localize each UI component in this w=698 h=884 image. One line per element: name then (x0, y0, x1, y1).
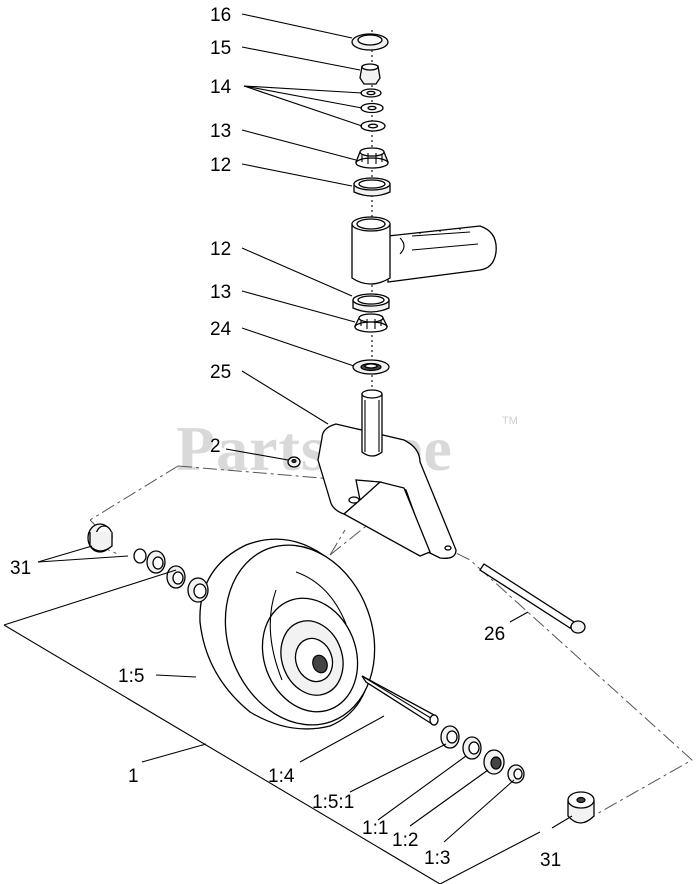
caster-frame-tube (351, 216, 497, 285)
seal-part (352, 359, 390, 375)
watermark-tm: TM (502, 415, 518, 427)
callout-15: 15 (210, 38, 231, 59)
axle-spacer-part (361, 675, 439, 726)
callout-1-1: 1:1 (362, 818, 388, 839)
callout-1-3: 1:3 (424, 848, 450, 869)
callout-1-5-1: 1:5:1 (312, 792, 354, 813)
wheel-assembly (199, 538, 376, 730)
callout-13-upper: 13 (210, 121, 231, 142)
callout-16: 16 (210, 5, 231, 26)
dust-cap-part (351, 33, 389, 51)
callout-31-right: 31 (540, 850, 561, 871)
washers-part (360, 88, 386, 132)
callout-1-2: 1:2 (392, 830, 418, 851)
axle-bolt-part (479, 563, 586, 634)
callout-14: 14 (210, 77, 232, 98)
leader-lines (37, 13, 573, 843)
callout-12-lower: 12 (210, 239, 231, 260)
left-bearing-set (87, 523, 209, 603)
callout-1-5: 1:5 (118, 666, 144, 687)
grease-fitting-part (287, 456, 301, 468)
bearing-cup-lower-part (352, 293, 390, 313)
callout-2: 2 (210, 436, 221, 457)
caster-fork-part (317, 389, 457, 559)
callout-24: 24 (210, 319, 232, 340)
callout-labels: 16 15 14 13 12 12 13 24 25 2 31 26 1:5 1… (10, 5, 561, 871)
bearing-cone-lower-part (353, 313, 389, 333)
assembly-bracket (3, 569, 541, 884)
callout-31-left: 31 (10, 558, 31, 579)
bearing-cone-upper-part (355, 147, 389, 169)
right-bearing-set (440, 725, 595, 824)
nut-part (359, 63, 381, 85)
callout-26: 26 (484, 624, 505, 645)
callout-1: 1 (128, 766, 139, 787)
callout-25: 25 (210, 362, 231, 383)
bearing-cup-upper-part (353, 177, 391, 197)
callout-13-lower: 13 (210, 282, 231, 303)
callout-12-upper: 12 (210, 155, 231, 176)
callout-1-4: 1:4 (268, 766, 295, 787)
